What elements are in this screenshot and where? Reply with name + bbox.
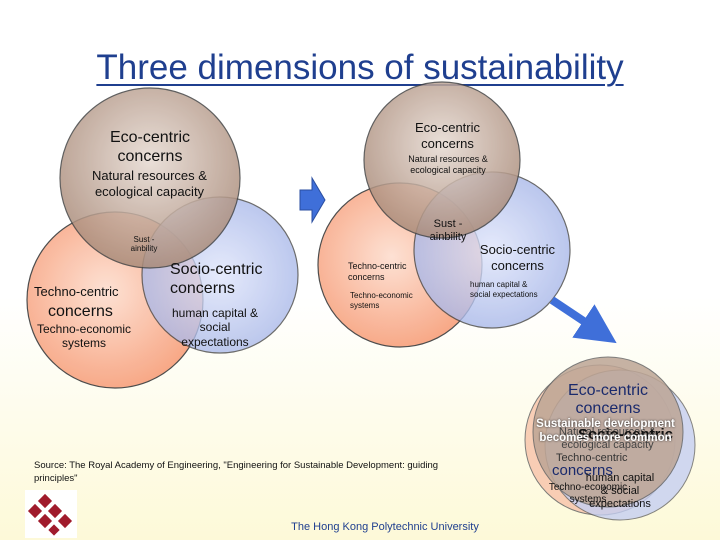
venn-middle xyxy=(317,81,571,348)
source-citation: Source: The Royal Academy of Engineering… xyxy=(34,460,439,484)
venn-right-natural-partial: Natural resources & ecological capacity xyxy=(558,426,657,452)
venn-right-eco-title: Eco-centric concerns xyxy=(567,382,649,418)
venn-middle-eco-subtitle: Natural resources & ecological capacity xyxy=(408,154,488,175)
venn-left-techno-subtitle: Techno-economic systems xyxy=(36,322,132,351)
venn-middle-socio-subtitle: human capital & social expectations xyxy=(470,280,538,299)
venn-right-socio-title: Socio-centric xyxy=(578,426,674,443)
arrow-diagonal xyxy=(549,296,617,344)
venn-left-eco-subtitle: Natural resources & ecological capacity xyxy=(92,168,207,199)
venn-left-eco-circle xyxy=(59,87,241,269)
venn-middle-techno-title: Techno-centric concerns xyxy=(348,261,407,282)
footer-university: The Hong Kong Polytechnic University xyxy=(291,521,479,533)
venn-left-techno-title-concerns: concerns xyxy=(48,303,113,320)
venn-right-techno-partial: Techno-centric xyxy=(556,452,628,464)
arrow-right xyxy=(299,176,326,224)
venn-right-techno-title: concerns xyxy=(552,462,613,479)
venn-middle-eco-circle xyxy=(363,81,521,239)
polyu-logo xyxy=(25,490,77,538)
venn-middle-eco-title: Eco-centric concerns xyxy=(414,120,481,151)
venn-left-socio-subtitle: human capital & social expectations xyxy=(171,306,259,349)
venn-right xyxy=(524,356,696,521)
venn-left-socio-title: Socio-centric concerns xyxy=(170,261,263,298)
venn-right-socio-subtitle: human capital & social expectations xyxy=(585,472,655,511)
venn-right-techno-subtitle: Techno-economic systems xyxy=(548,482,628,505)
venn-left-techno-title: Techno-centric xyxy=(34,284,119,299)
venn-left xyxy=(26,87,299,389)
page-title: Three dimensions of sustainability xyxy=(96,48,624,87)
venn-middle-techno-subtitle: Techno-economic systems xyxy=(350,291,413,310)
venn-middle-socio-title: Socio-centric concerns xyxy=(479,242,556,273)
venn-right-center-label: Sustainable development becomes more com… xyxy=(536,418,675,444)
venn-middle-center-label: Sust -ainbility xyxy=(429,218,467,244)
venn-right-eco-circle xyxy=(532,356,684,508)
venn-left-center-label: Sust -ainbility xyxy=(130,235,158,253)
venn-left-eco-title: Eco-centric concerns xyxy=(109,129,191,166)
